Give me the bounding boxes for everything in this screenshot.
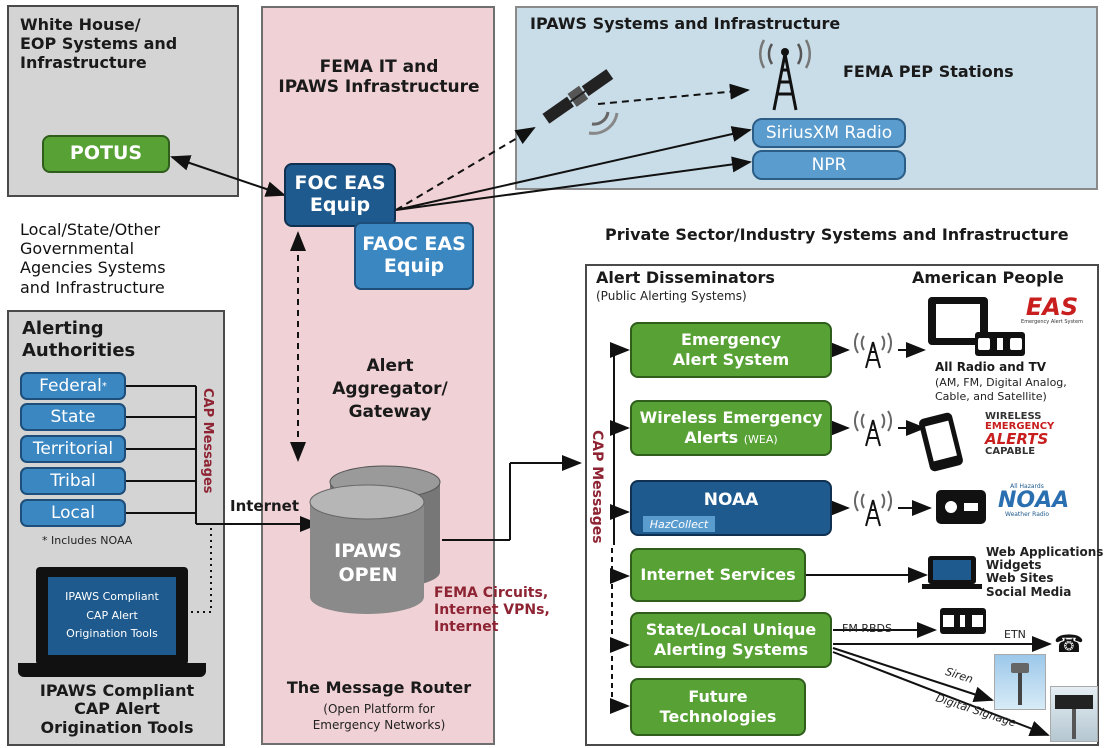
potus-box: POTUS (42, 135, 170, 173)
faoc-eas-box: FAOC EAS Equip (354, 222, 474, 290)
noaa-box: NOAA (630, 480, 832, 536)
foc-satellite-link (395, 126, 536, 211)
disseminators-subtitle: (Public Alerting Systems) (596, 289, 747, 303)
white-house-title: White House/ EOP Systems and Infrastruct… (20, 15, 178, 73)
web-laptop-base (922, 584, 982, 589)
origination-tools-title: IPAWS Compliant CAP Alert Origination To… (39, 681, 195, 737)
authority-federal: Federal* (20, 372, 126, 400)
tv-screen (936, 304, 980, 338)
future-tech-box: Future Technologies (630, 678, 806, 736)
authority-local: Local (20, 499, 126, 527)
radio-tower-icon (759, 39, 811, 111)
disseminators-title: Alert Disseminators (596, 268, 775, 287)
wea-logo: WIRELESS EMERGENCY ALERTS CAPABLE (985, 411, 1055, 457)
foc-npr-link (395, 156, 752, 211)
radio-icon (975, 332, 1025, 356)
message-router-subtitle: (Open Platform for Emergency Networks) (312, 702, 446, 732)
potus-foc-link (170, 155, 286, 197)
internet-services-box: Internet Services (630, 548, 806, 602)
authority-tribal: Tribal (20, 467, 126, 495)
fm-rbds-label: FM RBDS (842, 622, 892, 635)
weather-radio-icon (936, 490, 986, 524)
satellite-icon (542, 69, 619, 135)
web-apps-label: Web Applications Widgets Web Sites Socia… (986, 545, 1104, 599)
fema-title: FEMA IT and IPAWS Infrastructure (278, 57, 480, 98)
ipaws-systems-panel (515, 6, 1098, 190)
radio-tv-desc: (AM, FM, Digital Analog, Cable, and Sate… (935, 376, 1067, 404)
hazcollect-tag: HazCollect (643, 516, 715, 532)
tower-icon-eas (853, 332, 893, 369)
ipaws-open-label: IPAWS OPEN (334, 540, 402, 586)
rbds-radio-icon (940, 608, 986, 634)
cap-messages-left: CAP Messages (200, 388, 215, 494)
noaa-note: * Includes NOAA (42, 534, 133, 547)
digital-signage-photo (1050, 686, 1098, 742)
authority-territorial: Territorial (20, 435, 126, 463)
private-sector-title: Private Sector/Industry Systems and Infr… (605, 225, 1069, 244)
radio-tv-title: All Radio and TV (935, 360, 1047, 374)
alerting-authorities-title: Alerting Authorities (22, 318, 136, 361)
satellite-pep-link (597, 83, 750, 105)
message-router-title: The Message Router (286, 678, 472, 697)
laptop-screen: IPAWS Compliant CAP Alert Origination To… (48, 577, 176, 655)
internet-label: Internet (230, 497, 300, 515)
telephone-icon: ☎ (1054, 630, 1084, 658)
authority-state: State (20, 403, 126, 431)
noaa-weather-radio-logo: All Hazards NOAA Weather Radio (998, 483, 1070, 518)
wea-box: Wireless Emergency Alerts (WEA) (630, 400, 832, 456)
eas-box: Emergency Alert System (630, 322, 832, 378)
etn-label: ETN (1004, 628, 1026, 641)
state-local-box: State/Local Unique Alerting Systems (630, 612, 832, 668)
fema-circuits-label: FEMA Circuits, Internet VPNs, Internet (434, 585, 550, 635)
american-people-title: American People (912, 268, 1064, 287)
aggregator-label: Alert Aggregator/ Gateway (332, 356, 448, 422)
local-gov-label: Local/State/Other Governmental Agencies … (20, 220, 166, 297)
pep-stations-label: FEMA PEP Stations (843, 62, 1014, 81)
web-laptop-screen (933, 560, 971, 580)
tower-icon-wea (853, 410, 893, 447)
foc-eas-box: FOC EAS Equip (284, 163, 396, 227)
siriusxm-box: SiriusXM Radio (752, 118, 906, 148)
foc-sirius-link (395, 126, 752, 211)
siren-photo (994, 654, 1046, 710)
npr-box: NPR (752, 150, 906, 180)
cap-messages-right: CAP Messages (589, 430, 605, 544)
eas-logo: EAS Emergency Alert System (1021, 293, 1083, 325)
tower-icon-noaa (853, 490, 893, 527)
laptop-base (18, 663, 206, 677)
ipaws-systems-title: IPAWS Systems and Infrastructure (530, 14, 841, 33)
ipaws-open-database-icon (309, 465, 441, 614)
